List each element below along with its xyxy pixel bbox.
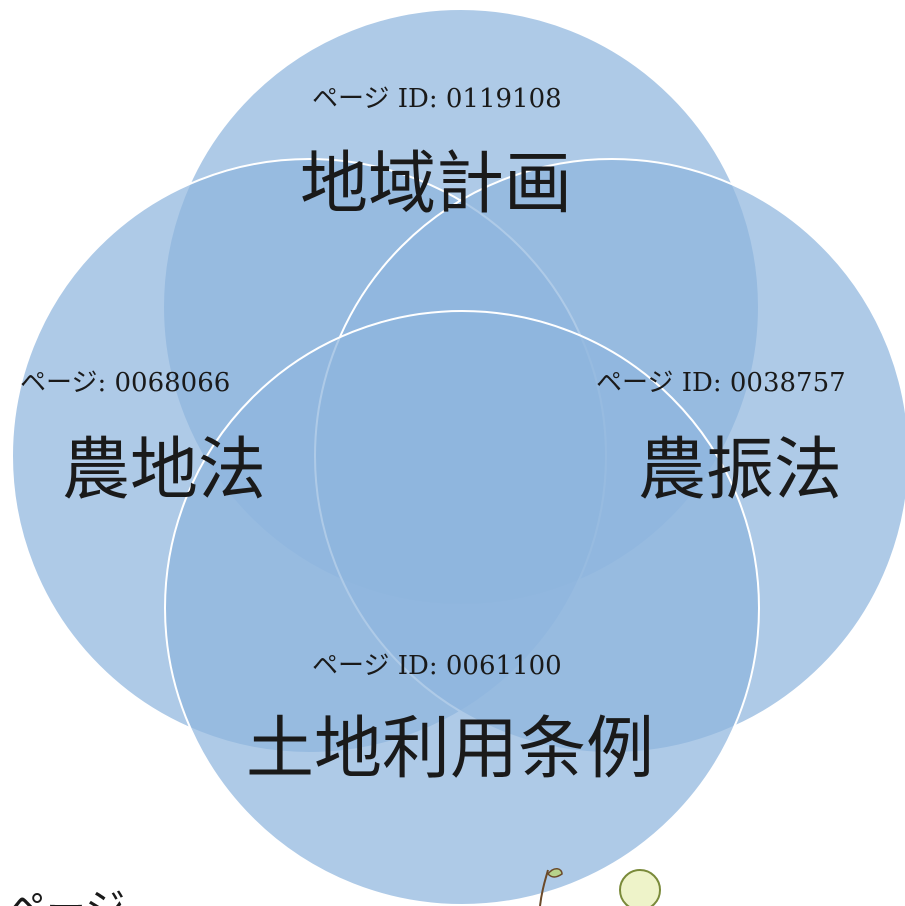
bottom-title: 土地利用条例 xyxy=(246,710,655,789)
sprout-icon xyxy=(539,868,563,906)
left-page-id: ページ: 0068066 xyxy=(20,368,231,398)
top-page-id: ページ ID: 0119108 xyxy=(312,84,562,114)
bottom-cutoff-strip: ページ xyxy=(0,860,905,906)
right-page-id: ページ ID: 0038757 xyxy=(596,368,846,398)
bottom-page-id: ページ ID: 0061100 xyxy=(312,651,562,681)
top-title: 地域計画 xyxy=(300,145,573,224)
left-title: 農地法 xyxy=(62,431,267,510)
circle-bottom xyxy=(164,310,760,906)
leaf-icon xyxy=(619,869,661,906)
venn-circles xyxy=(11,8,905,906)
bottom-cutoff-text: ページ xyxy=(6,876,125,906)
right-title: 農振法 xyxy=(638,431,843,510)
